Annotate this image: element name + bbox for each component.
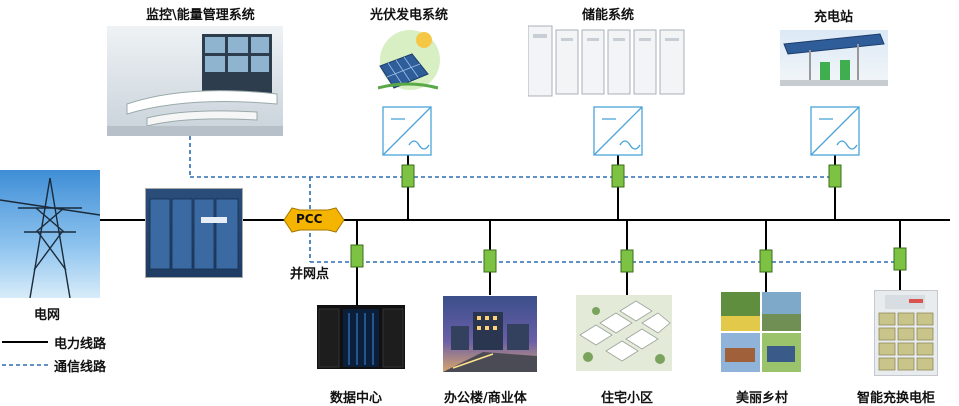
village-image	[721, 292, 801, 372]
label-storage: 储能系统	[582, 8, 635, 23]
pcc-label: PCC	[296, 212, 323, 226]
battery-cabinet-image	[874, 290, 938, 376]
legend-comm-line: 通信线路	[54, 360, 107, 375]
label-residential: 住宅小区	[601, 391, 654, 406]
label-office: 办公楼/商业体	[444, 391, 527, 406]
label-pcc-point: 并网点	[290, 267, 330, 282]
legend-power-line: 电力线路	[54, 337, 107, 352]
storage-image	[527, 24, 686, 98]
charging-station-image	[780, 30, 888, 86]
label-datacenter: 数据中心	[330, 391, 383, 406]
breakers	[350, 164, 907, 273]
control-room-image	[107, 26, 283, 136]
inverter-boxes	[382, 106, 860, 156]
label-charging: 充电站	[814, 10, 854, 25]
grid-tower-image	[0, 170, 101, 299]
datacenter-image	[317, 305, 405, 369]
pv-image	[372, 26, 442, 96]
residential-image	[576, 295, 672, 371]
pcc-node	[283, 207, 345, 233]
legend-lines	[2, 341, 48, 366]
comm-lines	[189, 136, 905, 263]
label-grid: 电网	[34, 308, 61, 323]
switchgear-image	[145, 188, 243, 278]
office-image	[443, 296, 537, 372]
label-battery-cabinet: 智能充换电柜	[857, 391, 936, 406]
label-village: 美丽乡村	[736, 391, 789, 406]
label-pv: 光伏发电系统	[370, 8, 449, 23]
label-monitor: 监控\能量管理系统	[146, 8, 255, 23]
